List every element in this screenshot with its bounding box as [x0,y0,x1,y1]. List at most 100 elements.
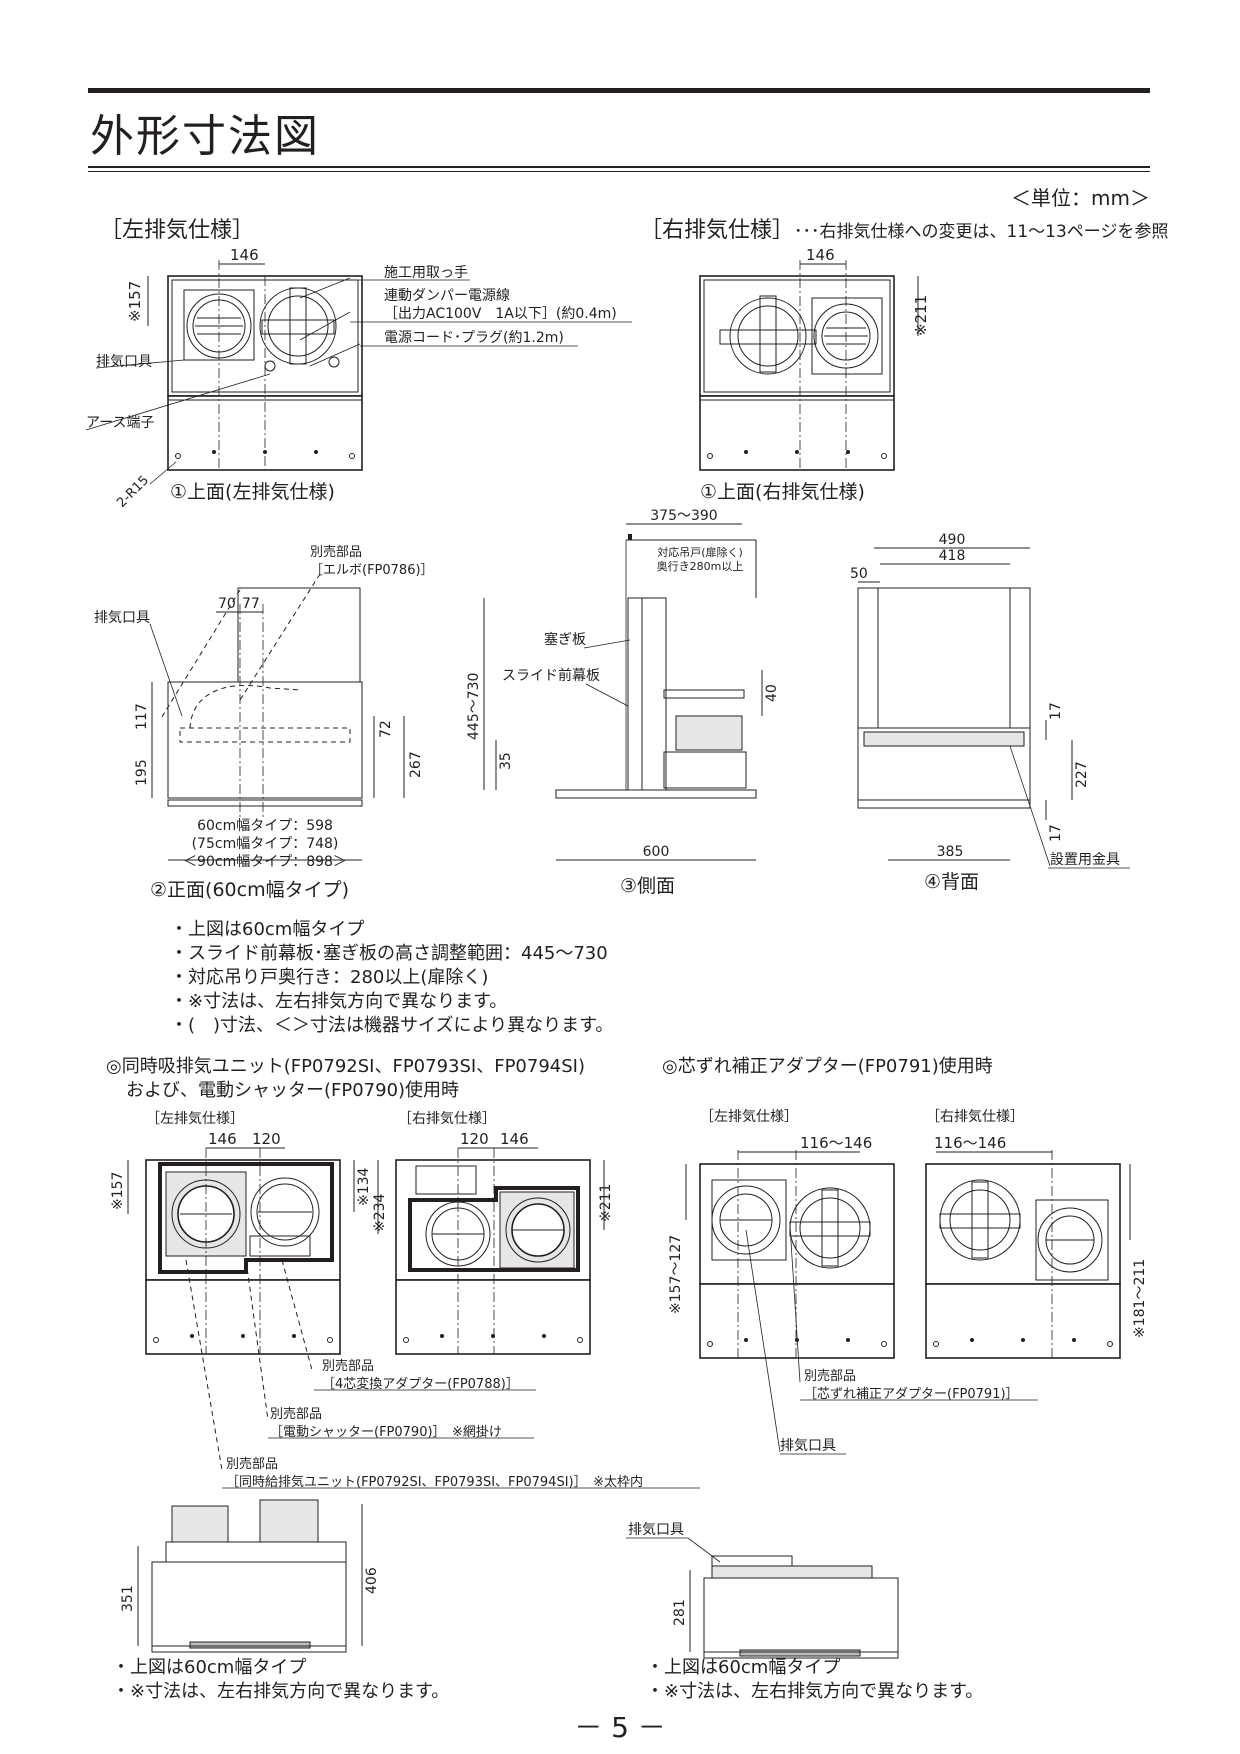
adapter-title: ◎芯ずれ補正アダプター(FP0791)使用時 [662,1056,993,1077]
section-left-title: ［左排気仕様］ [100,218,255,243]
page-title: 外形寸法図 [90,111,320,162]
sync-dim-234: ※234 [372,1193,388,1232]
adapter-top-right: 116～146 ※181～211 [925,1134,1148,1359]
sync-top-left: 146 120 ※157 ※134 [110,1130,372,1355]
label-cord: 電源コード･プラグ(約1.2m) [384,330,564,346]
sync-dim-120: 120 [252,1130,281,1148]
dim-418: 418 [939,548,966,564]
dim-35: 35 [498,752,514,770]
side-slide-panel [627,597,667,791]
top-right-damper-ring [729,297,807,375]
adapter-dim-l: 116～146 [800,1134,872,1152]
back-terminal-bar [863,731,1025,747]
sync-dim-120r: 120 [460,1130,489,1148]
note-1: ・上図は60cm幅タイプ [170,919,365,940]
sync-front-view: 351 406 [120,1499,380,1653]
sync-top-right: 120 146 ※234 ※211 [372,1130,614,1355]
note-4: ・※寸法は、左右排気方向で異なります。 [170,991,508,1012]
sync-opt1-1: 別売部品 [322,1358,374,1374]
sync-right-label: ［右排気仕様］ [398,1111,496,1127]
dim-267: 267 [408,751,424,778]
adapter-left-label: ［左排気仕様］ [700,1109,798,1125]
adapter-opt-2: ［芯ずれ補正アダプター(FP0791)］ [804,1387,1019,1402]
adapter-dim-157-127: ※157～127 [668,1235,684,1314]
adapter-label-exhaust: 排気口具 [780,1438,836,1454]
sync-dim-406: 406 [364,1567,380,1594]
sync-dim-211: ※211 [598,1184,614,1222]
sync-opt2-2: ［電動シャッター(FP0790)］ ※網掛け [270,1425,502,1440]
front-view: 別売部品 ［エルボ(FP0786)］ 排気口具 70 77 117 195 72… [94,544,434,901]
label-front-option-2: ［エルボ(FP0786)］ [310,563,434,578]
label-handle: 施工用取っ手 [384,265,468,281]
dim-72: 72 [378,720,394,738]
dim-146-top-left: 146 [230,246,259,264]
sync-dim-146r: 146 [500,1130,529,1148]
adapter-dim-181-211: ※181～211 [1132,1259,1148,1338]
note-3: ・対応吊り戸奥行き：280以上(扉除く) [170,967,489,988]
dim-77: 77 [242,596,260,612]
sync-note-2: ・※寸法は、左右排気方向で異なります。 [112,1681,450,1702]
header-rule-bottom-thin [88,171,1150,172]
back-view: 490 418 50 17 227 17 385 設置用金具 ④背面 [850,532,1130,893]
dim-195: 195 [134,759,150,786]
sync-title-2: および、電動シャッター(FP0790)使用時 [126,1080,460,1101]
dim-211-top-right: ※211 [912,295,930,336]
adapter-dim-281: 281 [672,1599,688,1626]
sync-opt3-1: 別売部品 [226,1456,278,1472]
top-view-right: 146 ※211 [699,246,930,471]
adapter-note-2: ・※寸法は、左右排気方向で異なります。 [646,1681,984,1702]
dim-17b: 17 [1048,824,1064,842]
label-side-cab-2: 奥行き280m以上 [657,559,744,573]
section-right-title: ［右排気仕様］･･･右排気仕様への変更は、11～13ページを参照 [640,212,1168,244]
label-damper-1: 連動ダンパー電源線 [384,288,510,304]
front-width-60: 60cm幅タイプ：598 [197,818,333,834]
label-side-plug: 塞ぎ板 [544,631,586,648]
dim-side-height: 445～730 [466,673,482,740]
sync-opt3-2: ［同時給排気ユニット(FP0792SI、FP0793SI、FP0794SI)］ … [226,1474,643,1490]
sync-dim-146: 146 [208,1130,237,1148]
dim-side-top: 375～390 [650,508,717,524]
caption-side: ③側面 [620,875,675,897]
adapter-front-view: 排気口具 281 [626,1522,899,1659]
caption-back: ④背面 [924,871,979,893]
label-earth: アース端子 [86,415,154,431]
front-width-90: ＜90cm幅タイプ：898＞ [183,854,347,870]
page-number: － 5 － [574,1711,666,1744]
header-rule-bottom [88,166,1150,168]
sync-dim-157: ※157 [110,1172,126,1210]
notes-block: ・上図は60cm幅タイプ ・スライド前幕板･塞ぎ板の高さ調整範囲：445～730… [170,918,613,1038]
sync-note-1: ・上図は60cm幅タイプ [112,1657,307,1678]
sync-notes: ・上図は60cm幅タイプ ・※寸法は、左右排気方向で異なります。 [112,1656,449,1704]
label-side-slide: スライド前幕板 [502,667,600,684]
label-bracket: 設置用金具 [1050,852,1120,868]
adapter-top-left: 116～146 ※157～127 [668,1134,895,1359]
section-right-title-text: ［右排気仕様］ [640,218,795,243]
front-body [167,681,363,799]
note-2: ・スライド前幕板･塞ぎ板の高さ調整範囲：445～730 [170,943,608,964]
back-upper [857,587,1031,729]
dim-600: 600 [643,844,670,860]
top-view-left: 146 ※157 施工用取っ手 連動ダンパー電源線 ［出力AC100V 1A以下… [85,246,632,511]
adapter-right-label: ［右排気仕様］ [926,1109,1024,1125]
label-front-exhaust: 排気口具 [94,610,150,626]
sync-opt2-1: 別売部品 [270,1406,322,1422]
side-view: 375～390 対応吊戸(扉除く) 奥行き280m以上 塞ぎ板 スライド前幕板 … [466,508,780,897]
label-r15: 2-R15 [114,473,152,511]
top-right-duct-box [811,297,883,375]
caption-top-right: ①上面(右排気仕様) [700,481,865,503]
caption-top-left: ①上面(左排気仕様) [170,481,335,503]
dim-157-top-left: ※157 [126,281,144,322]
note-5: ・( )寸法、＜＞寸法は機器サイズにより異なります。 [170,1015,614,1036]
adapter-label-exhaust2: 排気口具 [628,1522,684,1538]
adapter-dim-r: 116～146 [934,1134,1006,1152]
dim-17a: 17 [1048,702,1064,720]
dim-146-top-right: 146 [806,246,835,264]
adapter-notes: ・上図は60cm幅タイプ ・※寸法は、左右排気方向で異なります。 [646,1656,983,1704]
dim-70: 70 [218,596,236,612]
sync-dim-351: 351 [120,1585,136,1612]
label-exhaust-top-left: 排気口具 [96,354,152,370]
dim-50: 50 [850,566,868,582]
label-side-cab-1: 対応吊戸(扉除く) [657,545,743,559]
top-right-front-box [699,395,895,471]
